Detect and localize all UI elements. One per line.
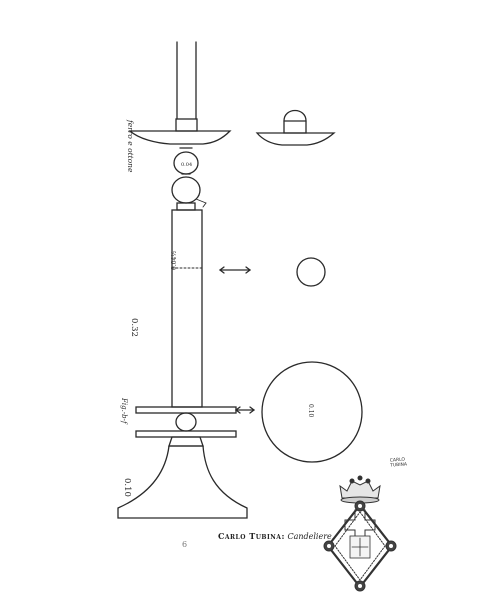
total-height-label: 0.32 [129, 318, 139, 337]
savoy-cross-crest-icon [323, 475, 397, 592]
column-cross-section [296, 257, 326, 287]
base-plan: 0.10 [234, 361, 363, 463]
caption-title: Candeliere. [287, 532, 335, 541]
drip-pan-section [255, 109, 336, 146]
column-collar [176, 202, 196, 211]
dimension-marks [171, 198, 207, 269]
column-width-label: 0.04½ [171, 251, 178, 270]
drip-pan [128, 130, 232, 145]
column-shaft [171, 209, 203, 408]
base-diameter-label: 0.10 [307, 404, 314, 418]
lower-disk-lower [135, 430, 237, 438]
candlestick-elevation [117, 41, 248, 519]
trumpet-base [117, 445, 248, 519]
base-plan-circle [261, 361, 363, 463]
caption-author: Carlo Tubina: [218, 531, 285, 541]
artist-signature: CARLO TUBINA [390, 457, 408, 469]
column-section [218, 257, 326, 287]
knob-label: 0.04 [181, 162, 192, 168]
plate-caption: Carlo Tubina: Candeliere. [218, 531, 334, 541]
candle-socket [175, 118, 198, 132]
candle [176, 41, 197, 120]
lower-disk-upper [135, 406, 237, 414]
side-annotations: ferro e ottone 0.32 Fig.-b-f 0.10 0.04½ … [120, 119, 192, 497]
lower-note: Fig.-b-f [120, 397, 128, 425]
upper-note: ferro e ottone [126, 119, 135, 173]
page-mark: 6 [182, 540, 188, 549]
base-height-label: 0.10 [122, 478, 132, 497]
base-neck [168, 436, 204, 447]
bottom-knob [175, 412, 197, 432]
